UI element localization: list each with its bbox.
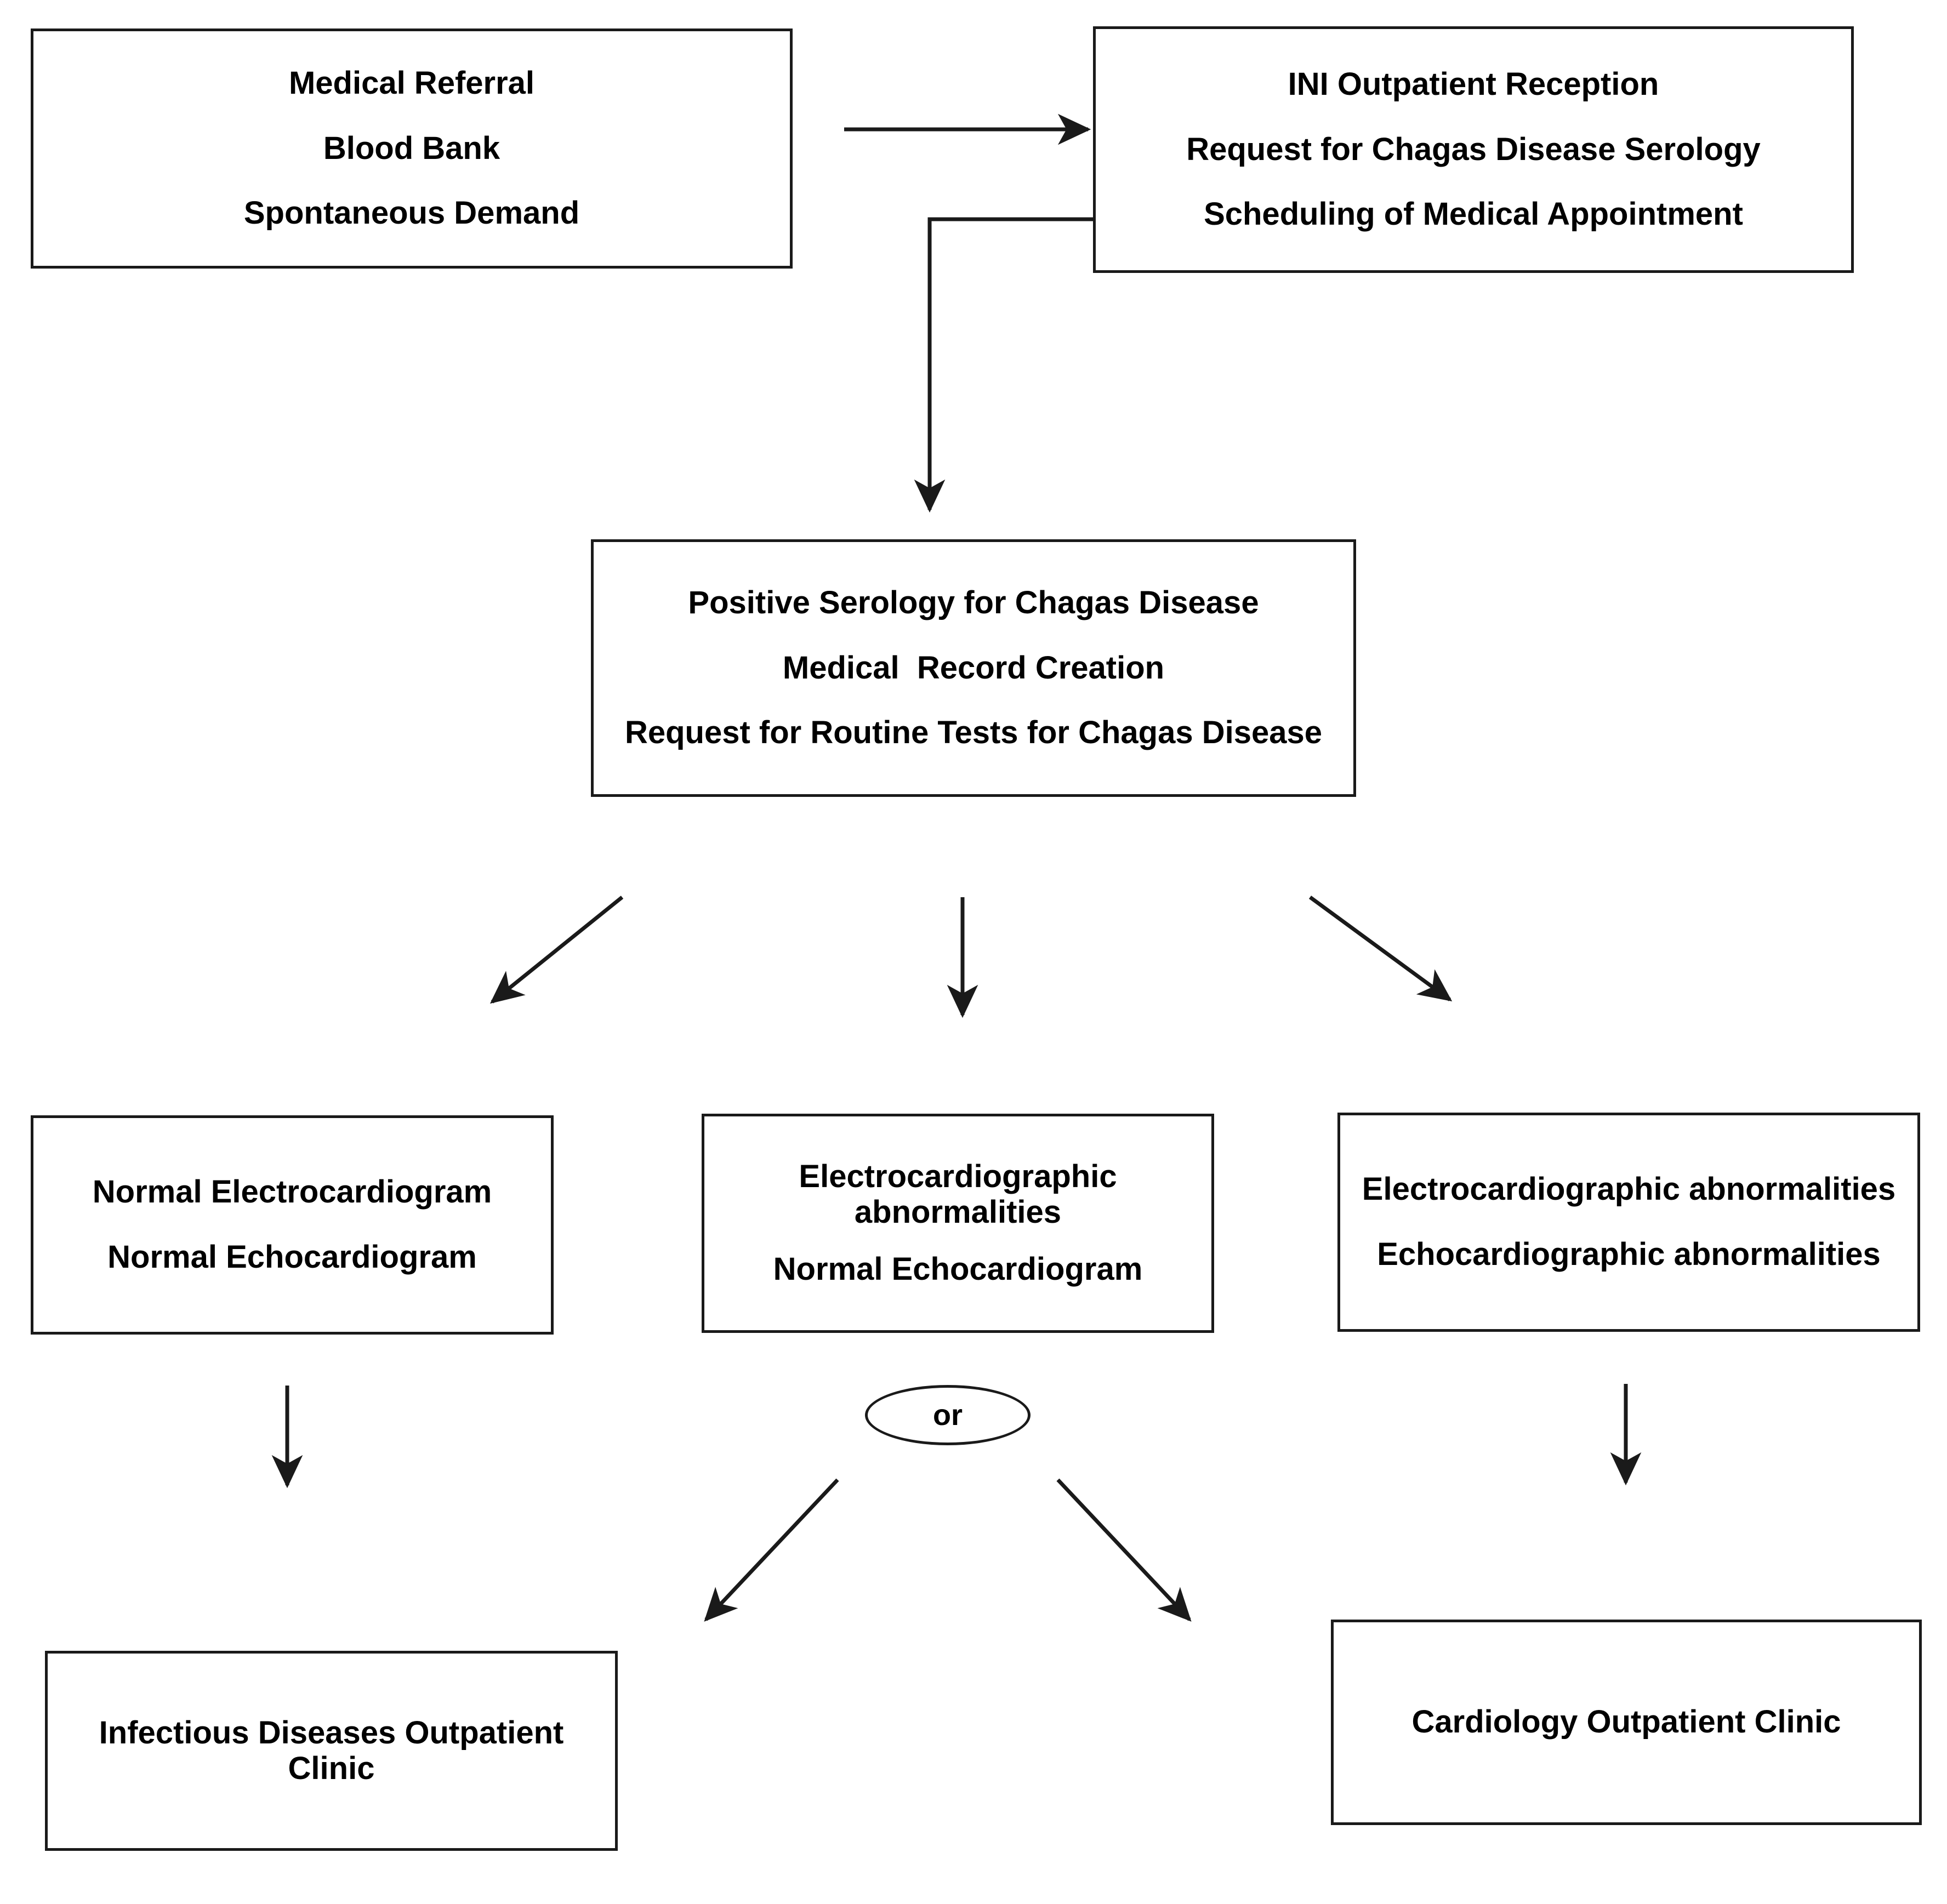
node-positive-serology[interactable]: Positive Serology for Chagas Disease Med… — [591, 539, 1356, 797]
node-medical-referral-line-3: Spontaneous Demand — [243, 195, 580, 231]
node-infectious-diseases-outpatient-clinic[interactable]: Infectious Diseases Outpatient Clinic — [45, 1651, 618, 1851]
edge-serology-to-normal-ecg — [489, 896, 624, 1004]
or-connector-label: or — [933, 1399, 963, 1432]
node-normal-electrocardiogram-line-1: Normal Electrocardiogram — [92, 1174, 492, 1210]
node-medical-referral-line-2: Blood Bank — [323, 130, 500, 166]
node-normal-electrocardiogram[interactable]: Normal Electrocardiogram Normal Echocard… — [31, 1115, 554, 1335]
node-ini-outpatient-reception-line-2: Request for Chagas Disease Serology — [1186, 131, 1761, 167]
edge-serology-to-both-abnormal — [1308, 896, 1453, 1002]
edge-or-to-infectious-clinic — [704, 1478, 839, 1622]
node-electro-and-echo-abnormalities[interactable]: Electrocardiographic abnormalities Echoc… — [1337, 1113, 1920, 1332]
node-positive-serology-line-2: Medical Record Creation — [782, 649, 1165, 686]
node-electrocardiographic-abnormalities-normal-echo[interactable]: Electrocardiographic abnormalities Norma… — [702, 1114, 1214, 1333]
node-ini-outpatient-reception-line-1: INI Outpatient Reception — [1288, 66, 1659, 102]
node-both-abnormal-line-2: Echocardiographic abnormalities — [1377, 1236, 1881, 1272]
node-cardiology-outpatient-clinic[interactable]: Cardiology Outpatient Clinic — [1331, 1620, 1922, 1825]
or-connector[interactable]: or — [865, 1385, 1031, 1445]
node-medical-referral[interactable]: Medical Referral Blood Bank Spontaneous … — [31, 28, 793, 269]
node-positive-serology-line-3: Request for Routine Tests for Chagas Dis… — [624, 715, 1322, 751]
node-infectious-clinic-line-1: Infectious Diseases Outpatient Clinic — [99, 1714, 564, 1786]
node-normal-electrocardiogram-line-2: Normal Echocardiogram — [107, 1239, 477, 1275]
node-ecg-abnormal-line-1: Electrocardiographic abnormalities — [799, 1158, 1117, 1230]
node-ini-outpatient-reception-line-3: Scheduling of Medical Appointment — [1204, 196, 1743, 232]
node-ecg-abnormal-line-2: Normal Echocardiogram — [773, 1251, 1143, 1287]
edge-or-to-cardiology-clinic — [1056, 1478, 1192, 1622]
node-medical-referral-line-1: Medical Referral — [288, 65, 535, 101]
node-both-abnormal-line-1: Electrocardiographic abnormalities — [1362, 1171, 1896, 1207]
node-cardiology-clinic-line-1: Cardiology Outpatient Clinic — [1411, 1704, 1841, 1740]
edge-reception-to-serology — [914, 217, 1093, 513]
node-positive-serology-line-1: Positive Serology for Chagas Disease — [688, 584, 1259, 620]
node-ini-outpatient-reception[interactable]: INI Outpatient Reception Request for Cha… — [1093, 26, 1854, 273]
